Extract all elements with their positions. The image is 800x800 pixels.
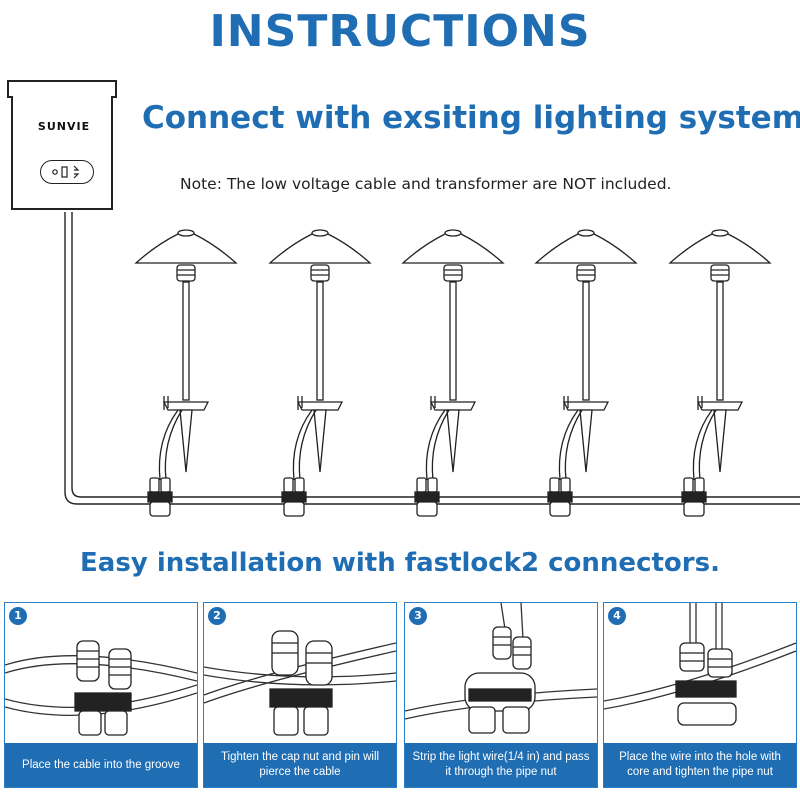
step-card-4: 4 Place the wire into the hole with core… (603, 602, 797, 788)
step-card-3: 3 Strip the light wire(1/4 in) and pass … (404, 602, 598, 788)
step-caption-3: Strip the light wire(1/4 in) and pass it… (405, 743, 597, 787)
step-caption-1: Place the cable into the groove (5, 743, 197, 787)
path-light-3 (401, 229, 505, 517)
step-number-2: 2 (208, 607, 226, 625)
note-text: Note: The low voltage cable and transfor… (180, 175, 672, 193)
connector-groove-illustration (5, 640, 197, 736)
step-number-4: 4 (608, 607, 626, 625)
path-light-4 (534, 229, 638, 517)
wire-insert-illustration (604, 603, 796, 726)
step-caption-2: Tighten the cap nut and pin will pierce … (204, 743, 396, 787)
transformer-illustration: SUNVIE (7, 80, 117, 212)
step-card-1: 1 Place the cable into the groove (4, 602, 198, 788)
path-light-1 (134, 229, 238, 517)
step-card-2: 2 Tighten the cap nut and pin will pierc… (203, 602, 397, 788)
path-light-2 (268, 229, 372, 517)
step-caption-4: Place the wire into the hole with core a… (604, 743, 796, 787)
lights-diagram (64, 212, 800, 517)
wire-strip-illustration (405, 603, 597, 734)
transformer-box: SUNVIE (11, 96, 113, 210)
connector-section-title: Easy installation with fastlock2 connect… (80, 548, 720, 578)
system-subtitle: Connect with exsiting lighting system. (142, 100, 800, 136)
step-number-1: 1 (9, 607, 27, 625)
step-number-3: 3 (409, 607, 427, 625)
page-title: INSTRUCTIONS (209, 6, 591, 57)
transformer-brand-logo: SUNVIE (37, 120, 91, 133)
path-light-5 (668, 229, 772, 517)
connector-tighten-illustration (204, 630, 396, 736)
transformer-switch-icon (40, 160, 94, 184)
main-cable (64, 212, 800, 505)
